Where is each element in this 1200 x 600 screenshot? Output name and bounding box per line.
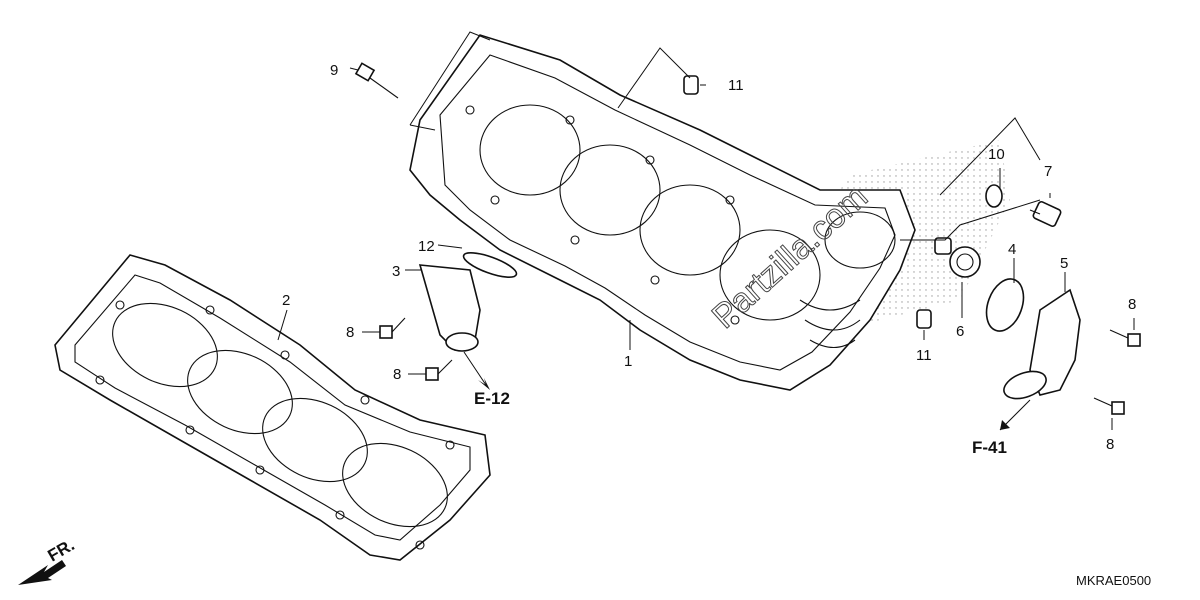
callout-5: 5	[1060, 255, 1068, 272]
callout-7: 7	[1044, 163, 1052, 180]
cylinder-block	[409, 34, 916, 391]
bolt-8-right-upper	[1109, 329, 1141, 347]
callout-8-right-lower: 8	[1106, 436, 1114, 453]
thermostat-cover-5	[1003, 288, 1081, 400]
callout-1: 1	[624, 353, 632, 370]
leader-lines	[277, 31, 1135, 431]
washer-10	[985, 184, 1003, 208]
callout-2: 2	[282, 292, 290, 309]
bolt-8-left-lower	[425, 359, 453, 381]
callout-4: 4	[1008, 241, 1016, 258]
bolt-8-right-lower	[1093, 397, 1125, 415]
dowel-pin-11b	[916, 309, 932, 329]
water-joint-3	[418, 264, 481, 352]
callout-8-left-upper: 8	[346, 324, 354, 341]
o-ring-12	[462, 252, 518, 278]
o-ring-4	[985, 278, 1025, 332]
bolt-9	[354, 62, 399, 99]
callout-6: 6	[956, 323, 964, 340]
callout-12: 12	[418, 238, 435, 255]
diagram-code: MKRAE0500	[1076, 573, 1151, 588]
thermostat-6	[934, 237, 981, 278]
ref-f41: F-41	[972, 438, 1007, 457]
callout-10: 10	[988, 146, 1005, 163]
e12-arrowhead	[478, 378, 490, 390]
f41-arrowhead	[1000, 420, 1010, 430]
callout-8-left-lower: 8	[393, 366, 401, 383]
callout-11-top: 11	[728, 77, 744, 94]
dowel-pin-11a	[683, 75, 699, 95]
callout-11-bottom: 11	[916, 347, 932, 364]
front-arrow: FR.	[18, 535, 78, 585]
cylinder-gasket	[54, 254, 491, 561]
ref-e12: E-12	[474, 389, 510, 408]
front-arrow-label: FR.	[45, 535, 78, 565]
callout-8-right-upper: 8	[1128, 296, 1136, 313]
temp-sensor-7	[1029, 200, 1062, 228]
callout-9: 9	[330, 62, 338, 79]
callout-3: 3	[392, 263, 400, 280]
bolt-8-left-upper	[379, 317, 406, 339]
